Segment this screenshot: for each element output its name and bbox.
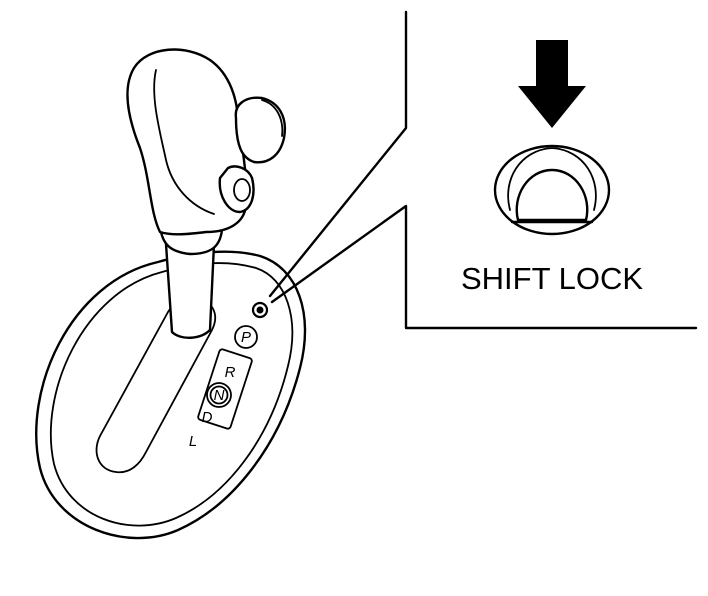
gear-n-ring-inner xyxy=(209,385,229,405)
shift-knob xyxy=(126,48,248,236)
button-recess-inner xyxy=(507,147,597,211)
gear-d: D xyxy=(202,409,213,426)
shift-lock-label: SHIFT LOCK xyxy=(461,261,643,296)
arrow-down-icon xyxy=(518,40,586,128)
gear-indicator: P R N D L xyxy=(189,325,258,450)
callout-frame xyxy=(268,10,698,330)
knob-contour xyxy=(153,69,215,215)
callout-leader-top xyxy=(268,10,408,298)
knob-side-hole xyxy=(233,178,251,202)
shift-lock-hole xyxy=(251,301,269,319)
gear-p-ring xyxy=(234,325,258,349)
gear-p: P xyxy=(241,329,251,346)
console-inner-bezel xyxy=(49,262,294,527)
callout-leader-bottom xyxy=(270,204,698,330)
knob-release-button xyxy=(234,96,287,164)
gear-l: L xyxy=(189,433,197,450)
shift-lock-hole-center xyxy=(256,306,264,314)
shift-console xyxy=(35,250,307,540)
shift-lock-button xyxy=(515,168,589,222)
lever-stem xyxy=(164,242,216,339)
gear-n: N xyxy=(214,387,225,404)
gear-plate xyxy=(197,348,253,430)
shift-lever xyxy=(126,48,287,339)
button-face xyxy=(261,99,284,137)
shift-lock-button-detail xyxy=(493,144,611,236)
gear-r: R xyxy=(225,364,236,381)
